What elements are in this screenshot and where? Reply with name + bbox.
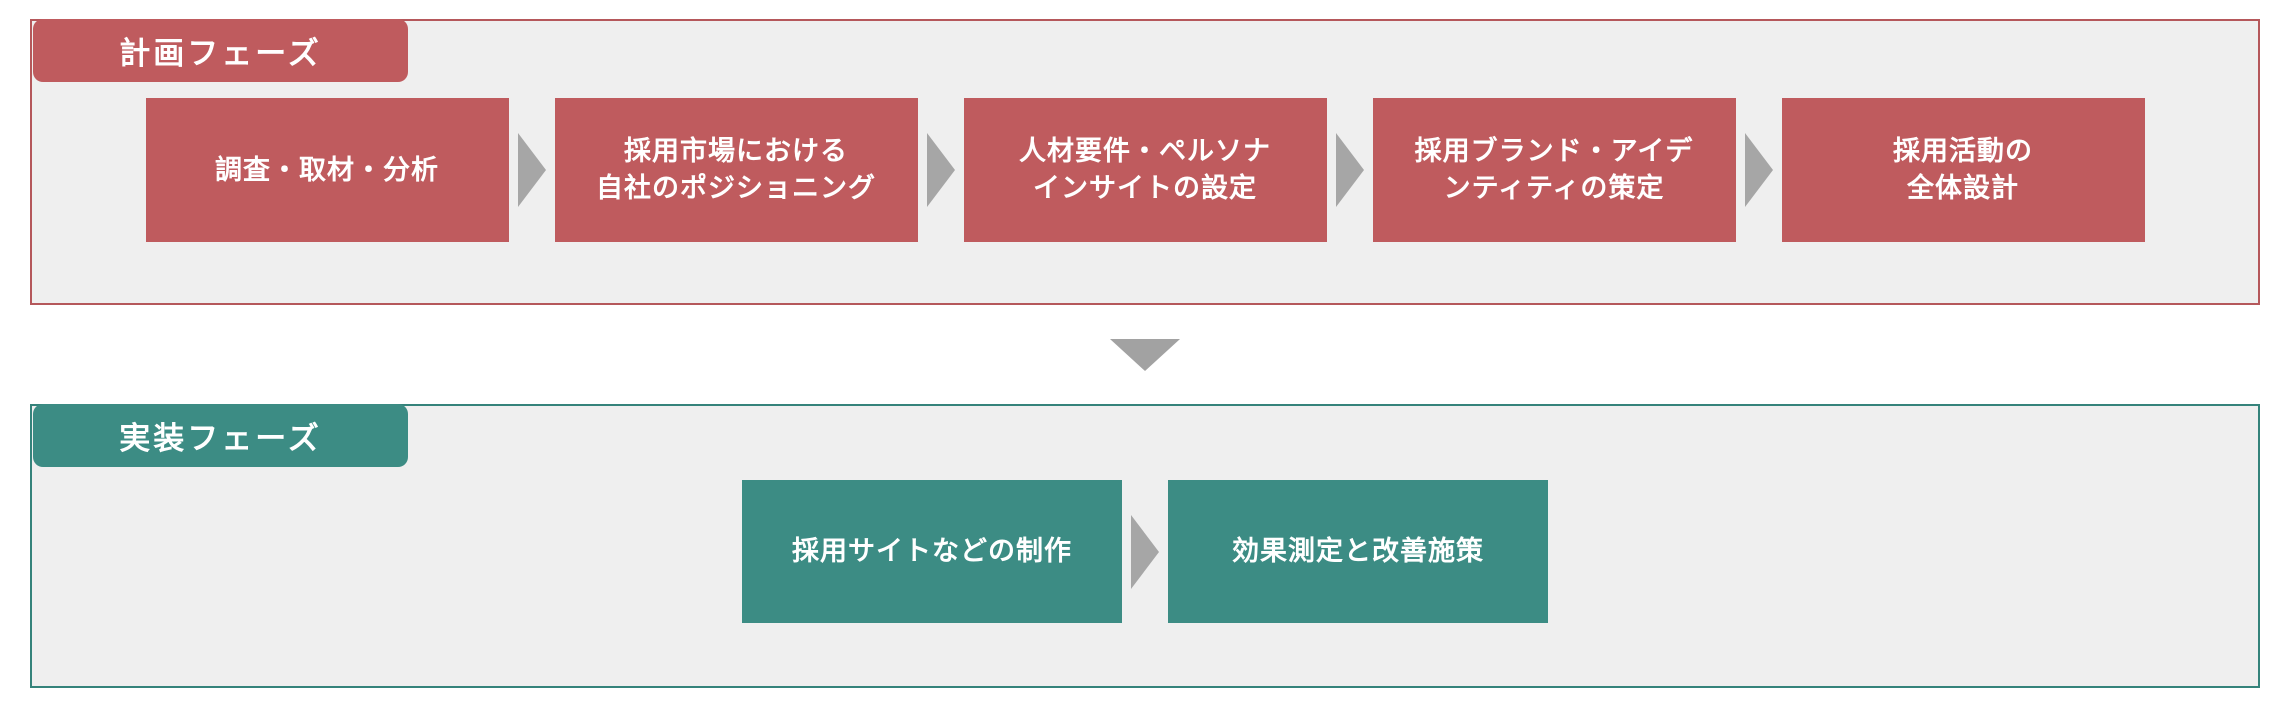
down-arrow-icon [1110, 339, 1180, 371]
implementation-phase-panel: 実装フェーズ 採用サイトなどの制作 効果測定と改善施策 [30, 404, 2260, 688]
planning-step-label-1: 調査・取材・分析 [215, 154, 439, 185]
planning-phase-panel: 計画フェーズ 調査・取材・分析 採用市場における 自社のポジショニング 人材要件… [30, 19, 2260, 305]
implementation-steps-row: 採用サイトなどの制作 効果測定と改善施策 [32, 480, 2258, 623]
right-arrow-icon [1335, 133, 1364, 207]
planning-step-box-3: 人材要件・ペルソナ インサイトの設定 [963, 98, 1327, 242]
planning-step-label-5: 採用活動の 全体設計 [1893, 136, 2033, 203]
implementation-step-label-2: 効果測定と改善施策 [1232, 536, 1484, 566]
implementation-phase-label: 実装フェーズ [33, 404, 408, 467]
planning-step-label-4: 採用ブランド・アイデ ンティティの策定 [1414, 136, 1694, 203]
planning-phase-label-text: 計画フェーズ [119, 36, 322, 71]
implementation-step-box-2: 効果測定と改善施策 [1168, 480, 1548, 623]
right-arrow-icon [517, 133, 546, 207]
planning-step-label-3: 人材要件・ペルソナ インサイトの設定 [1019, 136, 1271, 203]
planning-step-box-1: 調査・取材・分析 [145, 98, 509, 242]
implementation-step-label-1: 採用サイトなどの制作 [792, 536, 1072, 566]
right-arrow-icon [1131, 514, 1159, 589]
planning-step-label-2: 採用市場における 自社のポジショニング [596, 136, 876, 203]
planning-phase-label: 計画フェーズ [33, 19, 408, 82]
implementation-phase-label-text: 実装フェーズ [119, 421, 322, 456]
planning-step-box-5: 採用活動の 全体設計 [1781, 98, 2145, 242]
planning-step-box-2: 採用市場における 自社のポジショニング [554, 98, 918, 242]
implementation-step-box-1: 採用サイトなどの制作 [742, 480, 1122, 623]
right-arrow-icon [1744, 133, 1773, 207]
planning-step-box-4: 採用ブランド・アイデ ンティティの策定 [1372, 98, 1736, 242]
right-arrow-icon [926, 133, 955, 207]
planning-steps-row: 調査・取材・分析 採用市場における 自社のポジショニング 人材要件・ペルソナ イ… [32, 98, 2258, 242]
